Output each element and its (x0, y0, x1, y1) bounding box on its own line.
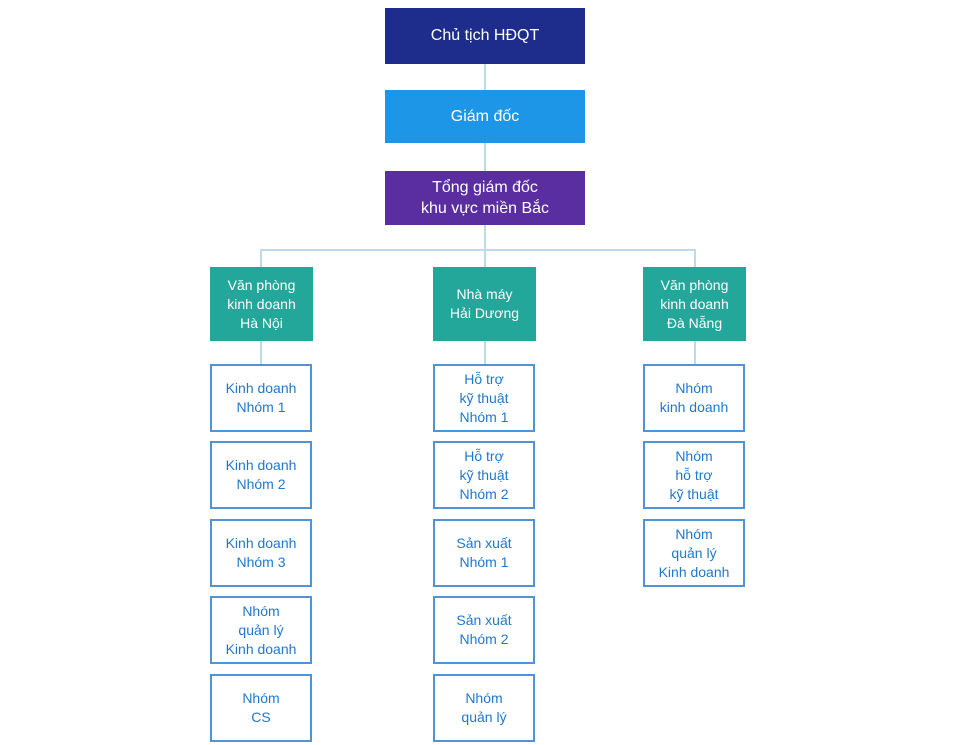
connector-regional-rail (484, 225, 486, 249)
leaf-haiduong-nhom-quan-ly: Nhóm quản lý (433, 674, 535, 742)
leaf-hanoi-kinh-doanh-nhom-3: Kinh doanh Nhóm 3 (210, 519, 312, 587)
leaf-haiduong-ho-tro-ky-thuat-nhom-2: Hỗ trợ kỹ thuật Nhóm 2 (433, 441, 535, 509)
leaf-haiduong-san-xuat-nhom-2: Sản xuất Nhóm 2 (433, 596, 535, 664)
connector-horizontal-rail (260, 249, 696, 251)
node-chairman: Chủ tịch HĐQT (385, 8, 585, 64)
leaf-hanoi-nhom-quan-ly-kinh-doanh: Nhóm quản lý Kinh doanh (210, 596, 312, 664)
leaf-hanoi-kinh-doanh-nhom-2: Kinh doanh Nhóm 2 (210, 441, 312, 509)
leaf-hanoi-nhom-cs: Nhóm CS (210, 674, 312, 742)
branch-danang-sales-office: Văn phòng kinh doanh Đà Nẵng (643, 267, 746, 341)
connector-drop-haiduong (484, 251, 486, 267)
node-director: Giám đốc (385, 90, 585, 143)
connector-hanoi-children (260, 341, 262, 364)
node-regional-director: Tổng giám đốc khu vực miền Bắc (385, 171, 585, 225)
connector-danang-children (694, 341, 696, 364)
leaf-danang-nhom-ho-tro-ky-thuat: Nhóm hỗ trợ kỹ thuật (643, 441, 745, 509)
connector-chairman-director (484, 64, 486, 90)
connector-director-regional (484, 143, 486, 171)
connector-drop-danang (694, 251, 696, 267)
leaf-haiduong-san-xuat-nhom-1: Sản xuất Nhóm 1 (433, 519, 535, 587)
connector-haiduong-children (484, 341, 486, 364)
leaf-danang-nhom-quan-ly-kinh-doanh: Nhóm quản lý Kinh doanh (643, 519, 745, 587)
leaf-danang-nhom-kinh-doanh: Nhóm kinh doanh (643, 364, 745, 432)
branch-haiduong-factory: Nhà máy Hải Dương (433, 267, 536, 341)
leaf-haiduong-ho-tro-ky-thuat-nhom-1: Hỗ trợ kỹ thuật Nhóm 1 (433, 364, 535, 432)
connector-drop-hanoi (260, 251, 262, 267)
leaf-hanoi-kinh-doanh-nhom-1: Kinh doanh Nhóm 1 (210, 364, 312, 432)
branch-hanoi-sales-office: Văn phòng kinh doanh Hà Nội (210, 267, 313, 341)
